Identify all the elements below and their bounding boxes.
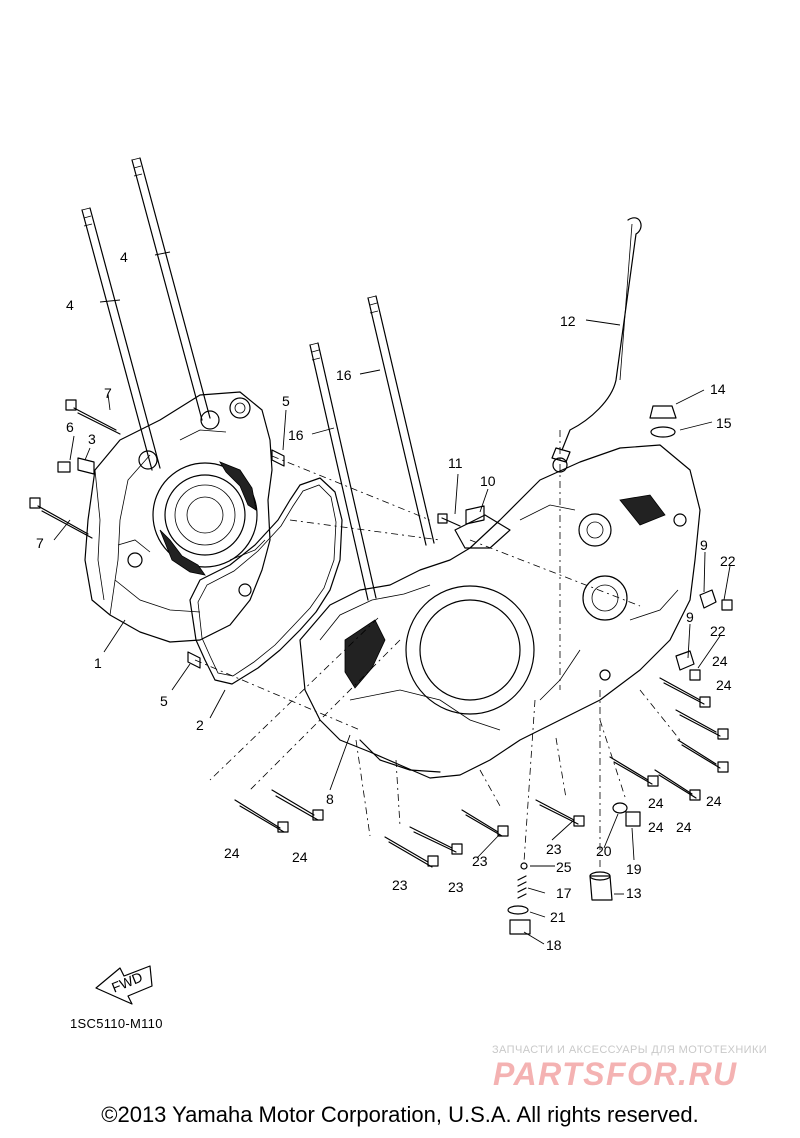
callout-6: 6 — [66, 419, 74, 435]
callout-24a: 24 — [712, 653, 728, 669]
callout-22b: 22 — [710, 623, 726, 639]
left-crankcase — [84, 391, 273, 643]
callout-24c: 24 — [706, 793, 722, 809]
assembly-lines — [194, 430, 681, 870]
callout-5b: 5 — [160, 693, 168, 709]
callout-8: 8 — [326, 791, 334, 807]
stud-bolts — [81, 157, 435, 601]
callout-3: 3 — [88, 431, 96, 447]
callout-14: 14 — [710, 381, 726, 397]
callout-24f: 24 — [224, 845, 240, 861]
callout-16a: 16 — [336, 367, 352, 383]
copyright-notice: ©2013 Yamaha Motor Corporation, U.S.A. A… — [101, 1102, 699, 1127]
leader-lines — [53, 251, 731, 945]
callout-16b: 16 — [288, 427, 304, 443]
callout-24b: 24 — [716, 677, 732, 693]
callout-4b: 4 — [66, 297, 74, 313]
callout-7a: 7 — [104, 385, 112, 401]
callout-labels: 1 2 3 4 4 5 5 6 7 7 8 9 9 10 11 12 13 14… — [36, 249, 736, 953]
small-parts — [77, 405, 717, 935]
callout-24h: 24 — [648, 795, 664, 811]
callout-25: 25 — [556, 859, 572, 875]
watermark-logo: PARTSFOR.RU — [493, 1056, 738, 1092]
callout-23d: 23 — [448, 879, 464, 895]
callout-9a: 9 — [700, 537, 708, 553]
diagram-reference-code: 1SC5110-M110 — [70, 1016, 163, 1031]
callout-24d: 24 — [676, 819, 692, 835]
callout-11: 11 — [448, 455, 463, 471]
watermark-subtitle: ЗАПЧАСТИ И АКСЕССУАРЫ ДЛЯ МОТОТЕХНИКИ — [492, 1044, 768, 1056]
right-crankcase — [299, 444, 701, 779]
crankcase-bolts — [29, 399, 733, 868]
callout-24g: 24 — [292, 849, 308, 865]
callout-22a: 22 — [720, 553, 736, 569]
callout-2: 2 — [196, 717, 204, 733]
callout-21: 21 — [550, 909, 566, 925]
callout-23a: 23 — [546, 841, 562, 857]
callout-20: 20 — [596, 843, 612, 859]
callout-13: 13 — [626, 885, 642, 901]
callout-12: 12 — [560, 313, 576, 329]
fwd-arrow: FWD — [95, 965, 153, 1005]
callout-4a: 4 — [120, 249, 128, 265]
callout-23b: 23 — [472, 853, 488, 869]
oil-dipstick — [551, 217, 642, 463]
callout-7b: 7 — [36, 535, 44, 551]
callout-15: 15 — [716, 415, 732, 431]
callout-9b: 9 — [686, 609, 694, 625]
callout-19: 19 — [626, 861, 642, 877]
callout-1: 1 — [94, 655, 102, 671]
crankcase-gasket — [189, 477, 343, 685]
callout-23c: 23 — [392, 877, 408, 893]
callout-5a: 5 — [282, 393, 290, 409]
callout-17: 17 — [556, 885, 572, 901]
callout-18: 18 — [546, 937, 562, 953]
callout-10: 10 — [480, 473, 496, 489]
callout-24e: 24 — [648, 819, 664, 835]
